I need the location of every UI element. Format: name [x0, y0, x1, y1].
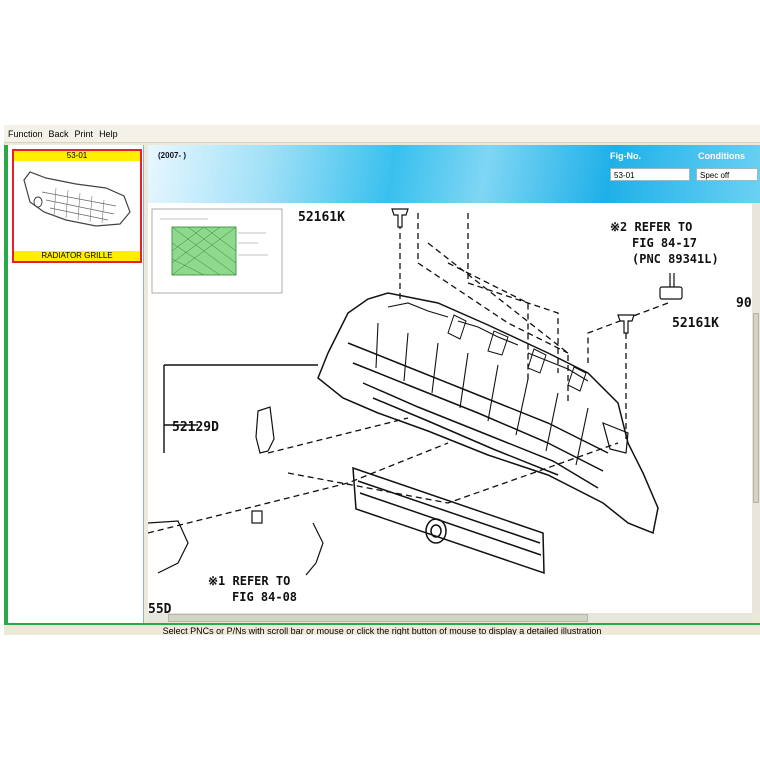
front-garnish-plate[interactable] — [352, 466, 545, 575]
horizontal-scroll-thumb[interactable] — [168, 614, 588, 622]
ref2-line2: FIG 84-17 — [632, 236, 697, 250]
vertical-scroll-thumb[interactable] — [753, 313, 759, 503]
fig-no-field[interactable]: 53-01 — [610, 168, 690, 181]
conditions-field[interactable]: Spec off — [696, 168, 758, 181]
clip-52161k-top[interactable] — [391, 208, 409, 228]
ref1-line2[interactable]: FIG 84-08 — [232, 590, 297, 604]
overview-inset[interactable] — [151, 208, 283, 294]
grille-exploded-diagram: 52161K 52161K 52129D 90 55D ※2 REFER TO … — [148, 208, 752, 617]
figure-list-panel: 53-01 RADIATOR GRILLE — [4, 145, 144, 623]
label-52129d[interactable]: 52129D — [172, 420, 219, 435]
status-bar: Select PNCs or P/Ns with scroll bar or m… — [4, 623, 760, 635]
ref2-line1: ※2 REFER TO — [610, 220, 692, 234]
label-55d[interactable]: 55D — [148, 602, 172, 617]
ref2-line3[interactable]: (PNC 89341L) — [632, 252, 719, 266]
label-52161k-top[interactable]: 52161K — [298, 210, 345, 225]
conditions-label: Conditions — [698, 151, 745, 161]
clip-ref-84-08[interactable] — [251, 510, 263, 524]
menu-back[interactable]: Back — [48, 128, 69, 139]
model-year-range: (2007- ) — [158, 151, 187, 160]
horizontal-scrollbar[interactable] — [148, 613, 752, 623]
menu-print[interactable]: Print — [74, 128, 94, 139]
label-52161k-right[interactable]: 52161K — [672, 316, 719, 331]
menu-help[interactable]: Help — [99, 128, 118, 139]
radiator-grille-thumbnail-icon — [23, 171, 131, 227]
label-90[interactable]: 90 — [736, 296, 752, 311]
clip-52161k-right[interactable] — [617, 314, 635, 334]
bracket-52129d[interactable] — [255, 406, 275, 454]
fig-no-label: Fig-No. — [610, 151, 641, 161]
ref1-line1: ※1 REFER TO — [208, 574, 290, 588]
radiator-grille-assembly[interactable] — [148, 292, 659, 576]
thumbnail-fig-number: 53-01 — [14, 151, 140, 161]
illustration-area: (2007- ) Fig-No. 53-01 Conditions Spec o… — [148, 145, 760, 623]
figure-header: (2007- ) Fig-No. 53-01 Conditions Spec o… — [148, 145, 760, 203]
figure-thumbnail[interactable]: 53-01 RADIATOR GRILLE — [12, 149, 142, 263]
parts-illustration[interactable]: 52161K 52161K 52129D 90 55D ※2 REFER TO … — [148, 203, 752, 617]
vertical-scrollbar[interactable] — [752, 203, 760, 613]
sensor-89341l[interactable] — [659, 273, 683, 300]
menu-function[interactable]: Function — [8, 128, 43, 139]
menu-bar: Function Back Print Help — [4, 125, 760, 143]
parts-catalog-window: Function Back Print Help 53-01 RADIATOR … — [4, 125, 760, 635]
thumbnail-caption: RADIATOR GRILLE — [14, 251, 140, 261]
